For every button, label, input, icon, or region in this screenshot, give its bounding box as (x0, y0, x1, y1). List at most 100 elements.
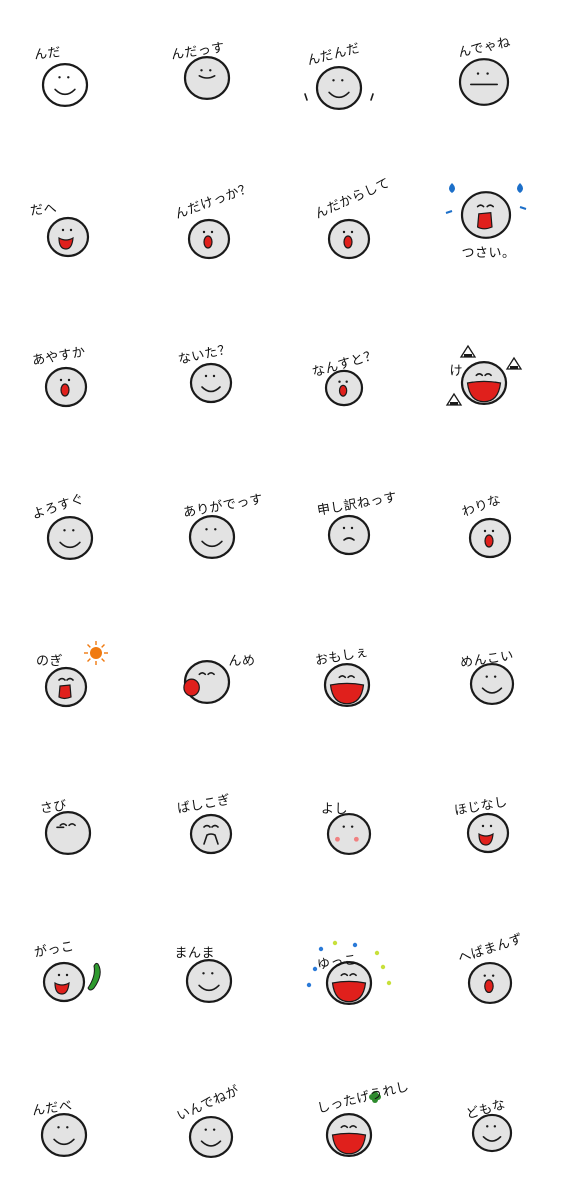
sticker[interactable]: のぎ (0, 600, 141, 750)
sticker[interactable]: わりな (422, 450, 562, 600)
eye-left (204, 528, 208, 531)
sticker[interactable]: さび (0, 750, 141, 900)
eye-right (67, 378, 71, 382)
laughing-mouth (331, 980, 367, 1003)
eye-right (72, 529, 75, 532)
eye-left (481, 824, 484, 828)
sticker[interactable]: あやすか (0, 300, 141, 450)
crying-mouth (476, 211, 493, 230)
sticker-caption: んめ (228, 654, 256, 669)
bubble-dot (380, 964, 386, 970)
eye-left (59, 823, 68, 827)
laughing-mouth (331, 1132, 367, 1155)
smile-mouth (53, 1138, 75, 1146)
sticker[interactable]: よろすぐ (0, 450, 141, 600)
eye-right (206, 672, 215, 676)
face-circle (315, 65, 363, 110)
open-mouth (483, 979, 494, 994)
eye-right (489, 824, 492, 828)
cheek-right (353, 836, 359, 842)
sticker[interactable]: がっこ (0, 900, 141, 1050)
laughing-mouth (329, 682, 365, 705)
smile-mouth (482, 1136, 501, 1142)
sticker[interactable]: んでゃね (422, 0, 562, 150)
sticker[interactable]: 申し訳ねっす (281, 450, 422, 600)
sticker-caption: んだ (33, 45, 62, 63)
sticker[interactable]: へばまんず (422, 900, 562, 1050)
eye-left (342, 230, 346, 234)
eye-left (59, 378, 63, 382)
sticker-caption: だへ (29, 201, 58, 219)
sticker[interactable]: ないた？ (141, 300, 282, 450)
sticker[interactable]: け (422, 300, 562, 450)
face-circle (41, 62, 89, 107)
seaweed (449, 402, 458, 405)
sticker[interactable]: しったげうれし (281, 1050, 422, 1200)
sticker[interactable]: んめ (141, 600, 282, 750)
eye-left (57, 973, 61, 977)
seaweed (509, 366, 518, 369)
sticker[interactable]: いんでねが (141, 1050, 282, 1200)
eye-left (332, 79, 335, 82)
smile-mouth (200, 386, 221, 393)
sticker-caption: さび (39, 798, 69, 817)
eye-left (201, 972, 205, 975)
smile-mouth (481, 687, 502, 694)
bubble-dot (332, 940, 338, 946)
sticker[interactable]: めんこい (422, 600, 562, 750)
sticker-caption: よし (321, 802, 349, 817)
eye-right (213, 528, 216, 531)
sticker-drawing (468, 517, 511, 559)
sticker[interactable]: ほじなし (422, 750, 562, 900)
sticker-caption: まんま (174, 946, 216, 961)
sun-ray (101, 644, 105, 648)
sticker[interactable]: ありがでっす (141, 450, 282, 600)
sticker-drawing (323, 662, 371, 707)
sticker-drawing (44, 810, 92, 855)
clover-icon (372, 1097, 378, 1103)
tear-icon (519, 206, 526, 210)
smile-mouth (200, 1140, 221, 1147)
sticker[interactable]: よし (281, 750, 422, 900)
smile-mouth (200, 540, 223, 548)
eye-left (204, 1128, 207, 1131)
sticker[interactable]: ゆっこ (281, 900, 422, 1050)
eye-right (210, 972, 213, 975)
smile-mouth (197, 984, 220, 992)
eye-left (202, 230, 205, 234)
eye-right (66, 677, 74, 681)
eye-left (202, 824, 211, 828)
smile-mouth (54, 88, 76, 96)
sticker-drawing (458, 58, 509, 106)
sticker[interactable]: ばしこぎ (141, 750, 282, 900)
cheek-left (335, 836, 340, 842)
sticker[interactable]: だへ (0, 150, 141, 300)
face-circle (185, 958, 232, 1003)
sticker-drawing (46, 515, 94, 560)
sticker[interactable]: どもな (422, 1050, 562, 1200)
sticker-drawing (44, 366, 88, 408)
sticker[interactable]: んだっす (141, 0, 282, 150)
eye-right (347, 675, 355, 679)
sticker-drawing (471, 1113, 512, 1153)
eye-right (349, 1125, 357, 1129)
sticker-drawing (469, 662, 514, 706)
sticker[interactable]: んだべ (0, 1050, 141, 1200)
sticker[interactable]: んだからして (281, 150, 422, 300)
sticker[interactable]: んだんだ (281, 0, 422, 150)
sticker[interactable]: なんすと？ (281, 300, 422, 450)
sticker[interactable]: まんま (141, 900, 282, 1050)
sticker[interactable]: つさい。 (422, 150, 562, 300)
sticker[interactable]: おもしぇ (281, 600, 422, 750)
tongue-mouth (54, 981, 70, 995)
face-circle (188, 1115, 233, 1159)
eye-right (483, 373, 492, 377)
open-mouth (338, 384, 348, 397)
bubble-dot (352, 942, 358, 948)
eye-left (340, 973, 349, 977)
sticker[interactable]: んだ (0, 0, 141, 150)
bubble-dot (386, 980, 392, 986)
eye-right (491, 974, 494, 977)
cucumber-icon (87, 962, 101, 991)
sticker[interactable]: んだけっか？ (141, 150, 282, 300)
